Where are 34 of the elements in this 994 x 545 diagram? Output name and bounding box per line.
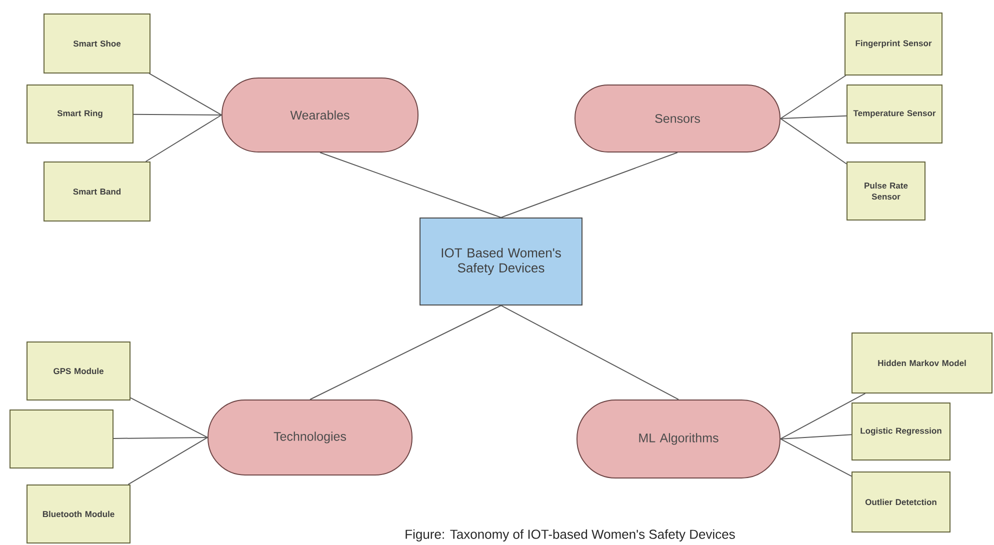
connector-line <box>780 115 847 119</box>
connector-line <box>113 437 208 439</box>
connector-line <box>145 114 222 162</box>
category-pill: Technologies <box>208 400 412 476</box>
connector-line <box>148 73 222 116</box>
connector-line <box>133 114 222 116</box>
connector-line <box>780 434 852 440</box>
item-box: Outlier Detetction <box>852 472 950 532</box>
empty-box <box>10 410 114 468</box>
connector-line <box>500 305 679 400</box>
item-box: GPS Module <box>26 342 130 400</box>
connector-line <box>780 118 847 164</box>
category-pill: ML Algorithms <box>576 400 780 478</box>
item-box: Temperature Sensor <box>846 84 942 144</box>
connector-line <box>780 393 866 440</box>
topic-box: IOT Based Women's Safety Devices <box>420 218 582 306</box>
connector-line <box>500 152 678 218</box>
category-pill: Sensors <box>574 84 780 152</box>
item-box: Hidden Markov Model <box>852 332 992 394</box>
connector-line <box>780 75 846 119</box>
connector-line <box>320 152 502 218</box>
category-pill: Wearables <box>222 78 418 152</box>
figure-caption: Figure: Taxonomy of IOT-based Women's Safety Devices <box>406 529 735 542</box>
item-box: Smart Ring <box>26 84 134 144</box>
item-box: Smart Shoe <box>44 14 150 74</box>
connector-line <box>310 305 502 400</box>
item-box: Fingerprint Sensor <box>844 12 942 76</box>
connector-line <box>130 397 208 438</box>
item-box: Smart Band <box>44 162 150 222</box>
item-box: Logistic Regression <box>852 402 950 460</box>
item-box: Pulse Rate Sensor <box>846 162 926 220</box>
item-box: Bluetooth Module <box>26 484 130 544</box>
connector-line <box>780 438 852 477</box>
connector-line <box>128 437 208 485</box>
